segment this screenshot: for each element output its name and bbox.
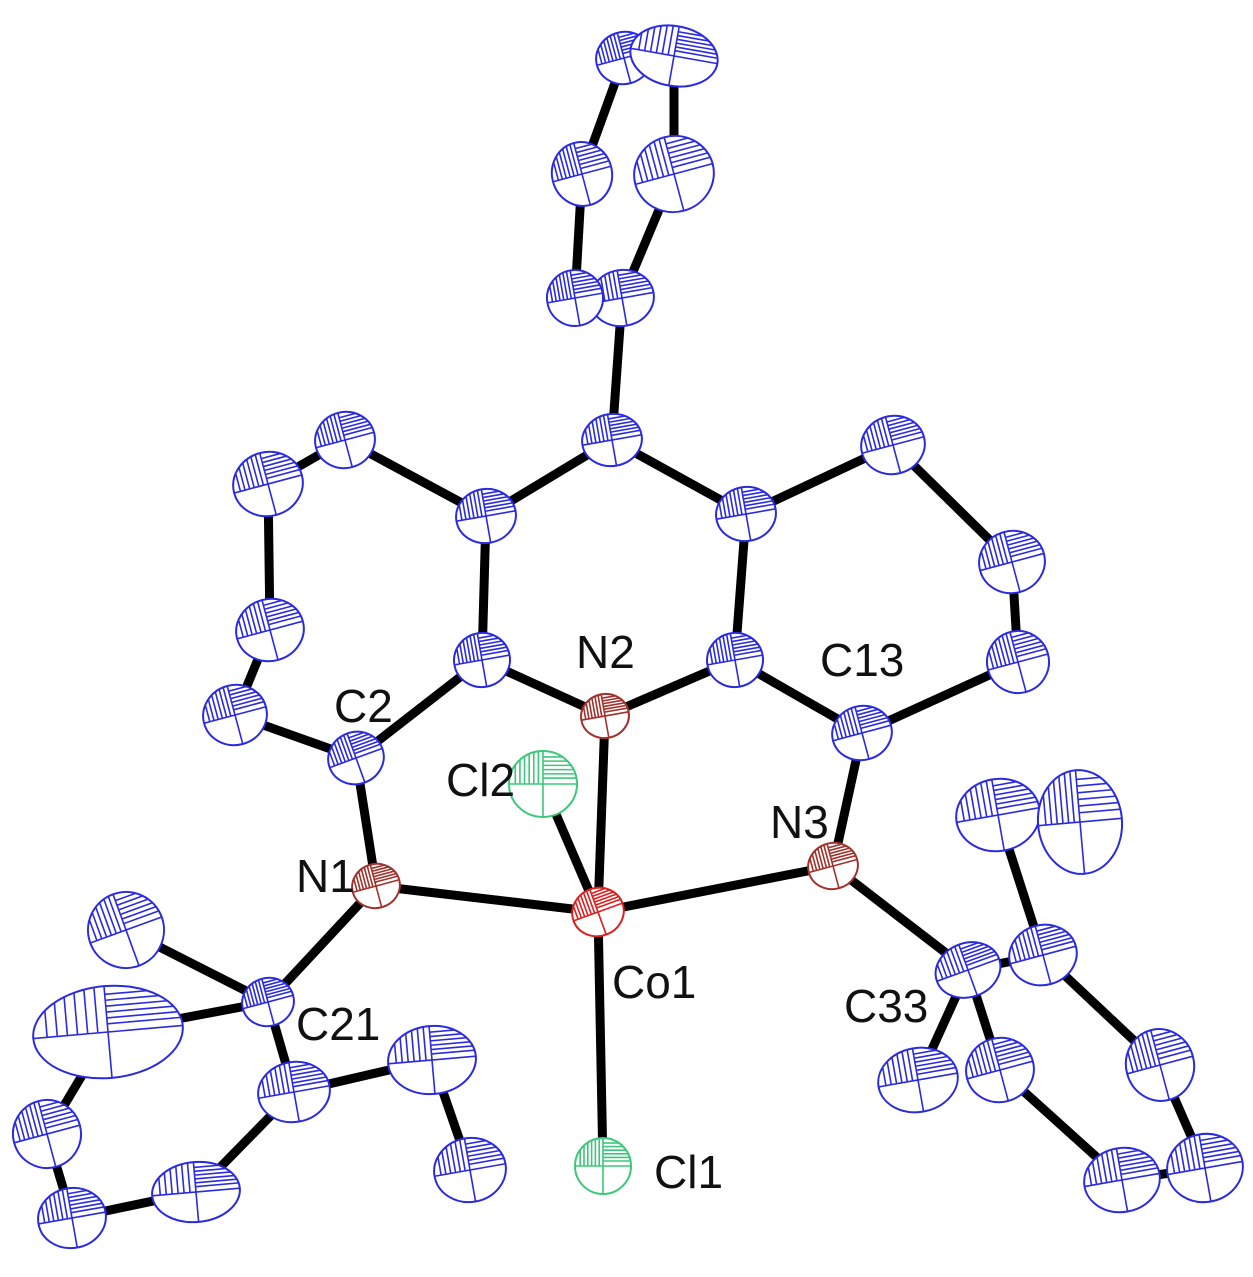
atom-cd-ellipsoid bbox=[715, 485, 777, 543]
atom-cy-ellipsoid bbox=[387, 1024, 477, 1096]
label-c13: C13 bbox=[820, 634, 904, 686]
atom-ce-ellipsoid bbox=[581, 412, 643, 468]
label-n2: N2 bbox=[576, 626, 635, 678]
atom-c2-ellipsoid bbox=[327, 730, 385, 786]
bond-co1-n2 bbox=[593, 711, 610, 917]
atom-cs-ellipsoid bbox=[87, 891, 165, 969]
atom-d8-ellipsoid bbox=[1166, 1132, 1244, 1204]
atom-n2-ellipsoid bbox=[580, 692, 630, 740]
bond-co1-n3 bbox=[593, 861, 838, 917]
atom-cp-ellipsoid bbox=[633, 134, 715, 214]
label-n3: N3 bbox=[770, 796, 829, 848]
atom-d7-ellipsoid bbox=[1083, 1146, 1161, 1214]
atom-ca-ellipsoid bbox=[453, 631, 511, 689]
atom-ct-ellipsoid bbox=[32, 984, 184, 1080]
label-co1: Co1 bbox=[612, 956, 696, 1008]
atom-c13-ellipsoid bbox=[831, 704, 893, 762]
atom-cj-ellipsoid bbox=[860, 414, 926, 476]
atom-d4-ellipsoid bbox=[877, 1046, 959, 1114]
atom-cl2-ellipsoid bbox=[508, 750, 578, 818]
atom-n3-ellipsoid bbox=[807, 841, 859, 891]
atom-cm-ellipsoid bbox=[589, 268, 655, 328]
atom-cr-ellipsoid bbox=[629, 24, 719, 88]
label-cl1: Cl1 bbox=[654, 1146, 723, 1198]
bond-co1-cl1 bbox=[593, 907, 608, 1171]
labels-layer: Co1 Cl1 Cl2 N1 N2 N3 C2 C13 C21 C33 bbox=[296, 626, 928, 1198]
label-c33: C33 bbox=[844, 980, 928, 1032]
atom-c33-ellipsoid bbox=[934, 941, 1002, 999]
bond-co1-n1 bbox=[371, 881, 603, 917]
atom-cx-ellipsoid bbox=[257, 1060, 331, 1124]
atom-ck-ellipsoid bbox=[978, 529, 1046, 595]
atom-co1-ellipsoid bbox=[571, 886, 625, 938]
atom-cb-ellipsoid bbox=[706, 631, 764, 689]
atom-ci-ellipsoid bbox=[202, 683, 268, 747]
label-c21: C21 bbox=[296, 998, 380, 1050]
atom-n1-ellipsoid bbox=[351, 862, 401, 910]
atom-cc-ellipsoid bbox=[455, 487, 517, 545]
atom-cz-ellipsoid bbox=[433, 1136, 507, 1204]
label-n1: N1 bbox=[296, 850, 355, 902]
label-cl2: Cl2 bbox=[446, 754, 515, 806]
atom-cl-ellipsoid bbox=[986, 630, 1050, 694]
atom-cg-ellipsoid bbox=[232, 450, 304, 518]
atom-d1-ellipsoid bbox=[955, 777, 1041, 853]
label-c2: C2 bbox=[334, 680, 393, 732]
atom-cu-ellipsoid bbox=[12, 1099, 82, 1169]
atom-d5-ellipsoid bbox=[965, 1036, 1035, 1104]
atom-cv-ellipsoid bbox=[37, 1186, 107, 1250]
atom-cl1-ellipsoid bbox=[574, 1137, 632, 1195]
atom-cf-ellipsoid bbox=[314, 410, 376, 470]
atoms-layer bbox=[12, 24, 1244, 1250]
atom-d2-ellipsoid bbox=[1036, 769, 1124, 875]
atom-d3-ellipsoid bbox=[1008, 923, 1078, 987]
atom-ch-ellipsoid bbox=[235, 597, 305, 663]
atom-cn-ellipsoid bbox=[546, 269, 604, 327]
atom-co-ellipsoid bbox=[550, 141, 614, 207]
atom-c21-ellipsoid bbox=[241, 976, 295, 1028]
atom-cw-ellipsoid bbox=[151, 1160, 241, 1224]
atom-d6-ellipsoid bbox=[1124, 1028, 1196, 1102]
